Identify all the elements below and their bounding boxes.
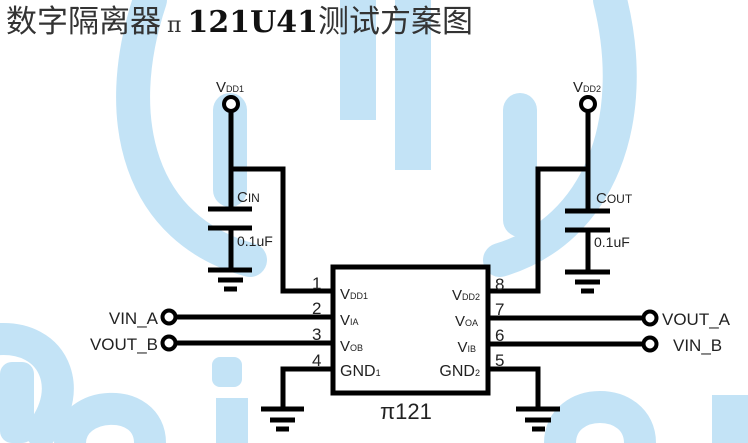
vdd1-label: VDD1 [216, 79, 244, 96]
vdd2-label: VDD2 [573, 79, 601, 96]
title-suffix: 测试方案图 [318, 4, 474, 40]
gnd2-wire [488, 366, 541, 409]
watermark-stem-2 [395, 0, 431, 170]
vdd2-to-pin8-wire [488, 166, 588, 294]
vdd1-to-pin1-wire [231, 166, 333, 294]
vout-a-label: VOUT_A [662, 310, 731, 329]
watermark-i-stem [216, 398, 248, 443]
pin-8-number: 8 [495, 275, 504, 294]
pin-8-name: VDD2 [452, 287, 480, 304]
vin-a-terminal [160, 308, 178, 326]
vin-a-label: VIN_A [109, 309, 159, 328]
watermark-p-bowl [0, 323, 74, 443]
watermark-a-bowl [54, 392, 166, 443]
pin-7-name: VOA [455, 313, 478, 330]
watermark-n-right [712, 395, 748, 443]
watermark-dot [212, 357, 242, 387]
pin-4-number: 4 [312, 351, 321, 370]
watermark-arc-left [116, 0, 267, 277]
gnd1-wire [280, 366, 333, 409]
chip-body [330, 264, 491, 396]
title-prefix: 数字隔离器 [6, 4, 161, 40]
title-pi: π [167, 13, 182, 38]
pin-5-number: 5 [495, 351, 504, 370]
vin-b-label: VIN_B [673, 336, 722, 355]
vin-b-terminal [641, 335, 659, 353]
vout-b-terminal [160, 334, 178, 352]
watermark-stem [340, 0, 376, 120]
title-part-number: 121U41 [187, 5, 319, 40]
pin-6-number: 6 [495, 326, 504, 345]
watermark-o-bowl [544, 391, 656, 443]
pin-1-number: 1 [312, 274, 321, 293]
vdd2-terminal [579, 95, 597, 113]
pin-3-name: VOB [340, 338, 363, 355]
vout-b-label: VOUT_B [90, 335, 158, 354]
pin-2-name: VIA [340, 312, 359, 329]
pin-6-name: VIB [457, 339, 476, 356]
cin-label: CIN [237, 189, 260, 206]
cin-value: 0.1uF [237, 233, 273, 249]
watermark-p-left [0, 362, 34, 443]
pin-5-name: GND2 [439, 363, 480, 380]
cout-label: COUT [596, 190, 633, 207]
pin-2-number: 2 [312, 299, 321, 318]
vout-a-terminal [641, 309, 659, 327]
pin-4-name: GND1 [340, 363, 381, 380]
cout-value: 0.1uF [594, 234, 630, 250]
chip-name: π121 [380, 399, 432, 424]
pin-3-number: 3 [312, 325, 321, 344]
vdd1-terminal [222, 95, 240, 113]
pin-7-number: 7 [495, 300, 504, 319]
pin-1-name: VDD1 [340, 286, 368, 303]
